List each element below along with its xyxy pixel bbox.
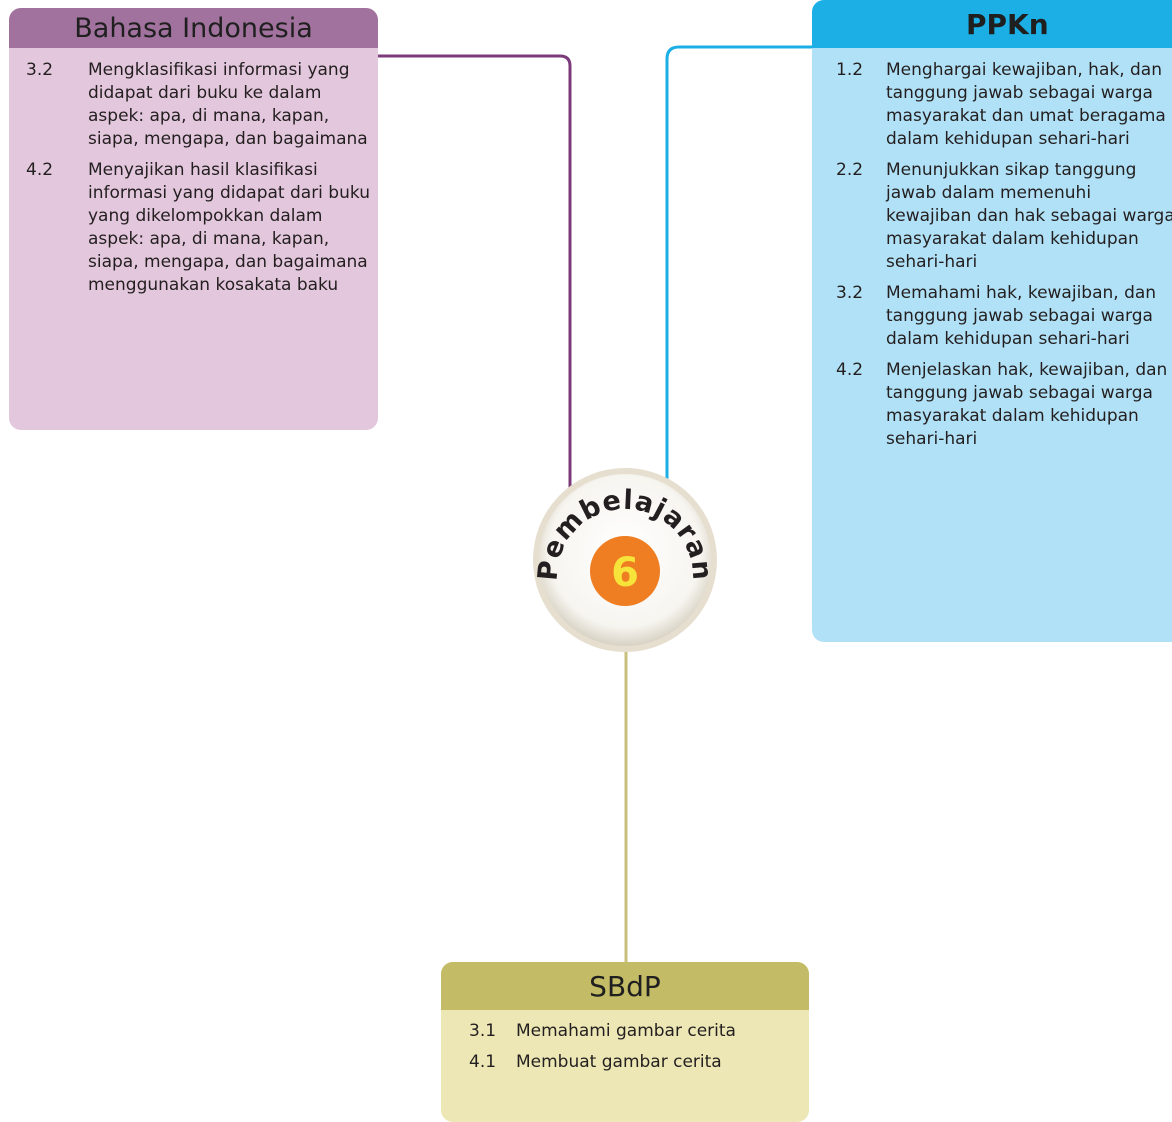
- sbdp-panel: SBdP 3.1 Memahami gambar cerita 4.1 Memb…: [441, 962, 809, 1122]
- badge-number: 6: [611, 550, 639, 596]
- item-number: 3.2: [26, 60, 54, 80]
- item-number: 3.2: [836, 283, 864, 303]
- list-item: 1.2 Menghargai kewajiban, hak, dan tangg…: [836, 59, 1172, 151]
- list-item: 3.2 Memahami hak, kewajiban, dan tanggun…: [836, 282, 1172, 351]
- item-text: Menyajikan hasil klasifikasi informasi y…: [88, 160, 370, 295]
- badge-number-circle: [590, 536, 660, 606]
- list-item: 4.1 Membuat gambar cerita: [469, 1051, 809, 1074]
- list-item: 4.2 Menjelaskan hak, kewajiban, dan tang…: [836, 359, 1172, 451]
- list-item: 3.2 Mengklasifikasi informasi yang didap…: [26, 59, 378, 151]
- item-text: Memahami gambar cerita: [516, 1021, 736, 1041]
- pembelajaran-badge: Pembelajaran 6: [532, 468, 717, 652]
- sbdp-list: 3.1 Memahami gambar cerita 4.1 Membuat g…: [441, 1010, 809, 1074]
- item-number: 4.1: [469, 1052, 497, 1072]
- item-text: Membuat gambar cerita: [516, 1052, 722, 1072]
- connector-ppkn: [665, 45, 812, 500]
- ppkn-panel: PPKn 1.2 Menghargai kewajiban, hak, dan …: [812, 0, 1172, 642]
- item-text: Menunjukkan sikap tanggung jawab dalam m…: [886, 160, 1172, 272]
- list-item: 3.1 Memahami gambar cerita: [469, 1020, 809, 1043]
- bahasa-indonesia-panel: Bahasa Indonesia 3.2 Mengklasifikasi inf…: [9, 8, 378, 430]
- item-text: Mengklasifikasi informasi yang didapat d…: [88, 60, 368, 149]
- ppkn-title: PPKn: [812, 0, 1172, 48]
- item-text: Memahami hak, kewajiban, dan tanggung ja…: [886, 283, 1157, 349]
- sbdp-title: SBdP: [441, 962, 809, 1010]
- item-number: 4.2: [26, 160, 54, 180]
- item-text: Menghargai kewajiban, hak, dan tanggung …: [886, 60, 1166, 149]
- bahasa-indonesia-list: 3.2 Mengklasifikasi informasi yang didap…: [9, 48, 378, 297]
- item-number: 3.1: [469, 1021, 497, 1041]
- bahasa-indonesia-title: Bahasa Indonesia: [9, 8, 378, 48]
- item-text: Menjelaskan hak, kewajiban, dan tanggung…: [886, 360, 1168, 449]
- item-number: 1.2: [836, 60, 864, 80]
- list-item: 2.2 Menunjukkan sikap tanggung jawab dal…: [836, 159, 1172, 274]
- item-number: 4.2: [836, 360, 864, 380]
- connector-bahasa-indonesia: [378, 54, 572, 500]
- item-number: 2.2: [836, 160, 864, 180]
- list-item: 4.2 Menyajikan hasil klasifikasi informa…: [26, 159, 378, 297]
- ppkn-list: 1.2 Menghargai kewajiban, hak, dan tangg…: [812, 48, 1172, 451]
